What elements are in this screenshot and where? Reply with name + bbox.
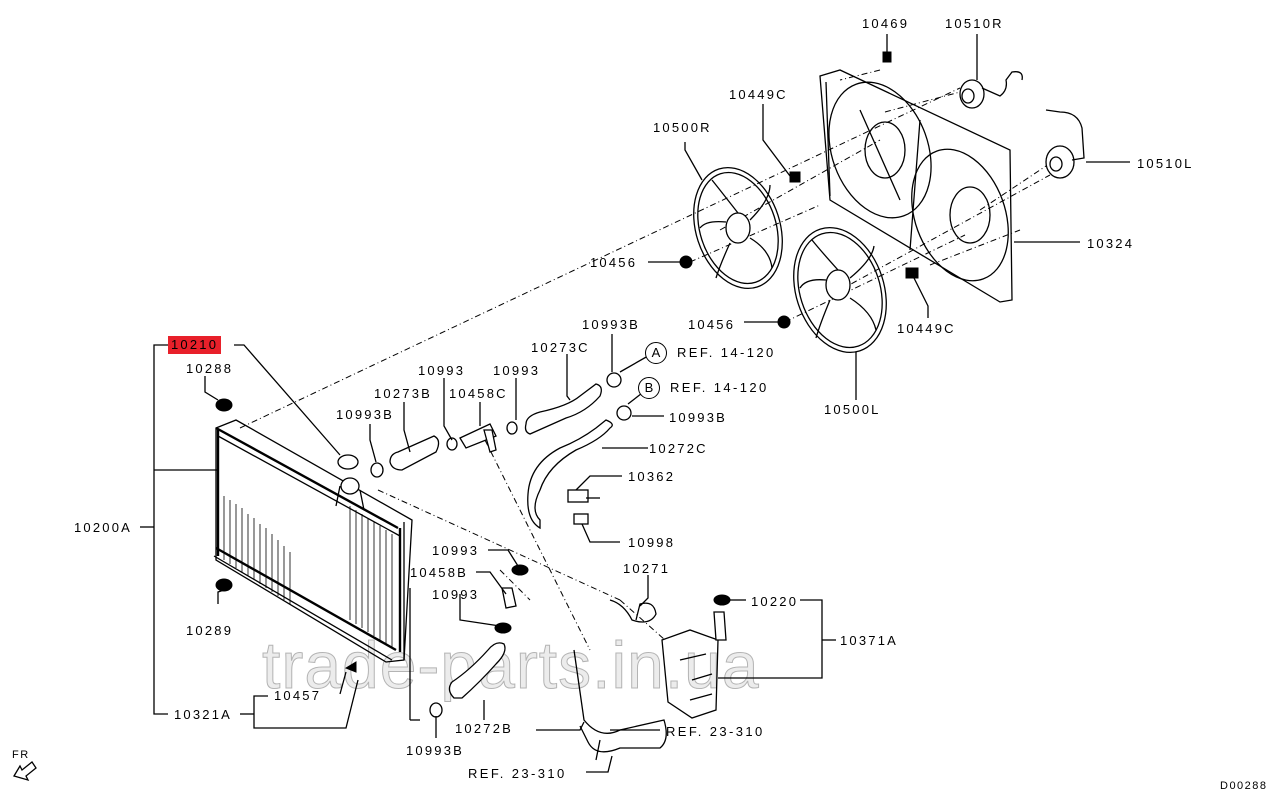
part-label-10288[interactable]: 10288 bbox=[186, 361, 234, 376]
part-label-10993B-left[interactable]: 10993B bbox=[336, 407, 395, 422]
part-label-10500R[interactable]: 10500R bbox=[653, 120, 712, 135]
part-label-10371A[interactable]: 10371A bbox=[840, 633, 899, 648]
orientation-label: FR bbox=[12, 749, 30, 761]
fan-shroud-illustration bbox=[819, 69, 1013, 303]
part-label-10273B[interactable]: 10273B bbox=[374, 386, 433, 401]
radiator-fins bbox=[223, 496, 393, 648]
leader-lines bbox=[140, 34, 1130, 773]
part-label-10510R[interactable]: 10510R bbox=[945, 16, 1004, 31]
part-label-10200A[interactable]: 10200A bbox=[74, 520, 133, 535]
part-label-10458C[interactable]: 10458C bbox=[449, 386, 508, 401]
part-label-10993B-top[interactable]: 10993B bbox=[582, 317, 641, 332]
reservoir-tank-illustration bbox=[661, 611, 727, 719]
fan-10500L-illustration bbox=[793, 226, 887, 354]
part-label-10324[interactable]: 10324 bbox=[1087, 236, 1135, 251]
radiator-cap bbox=[337, 454, 359, 470]
watermark-text: trade-parts.in.ua bbox=[262, 628, 760, 702]
diagram-code: D00288 bbox=[1220, 780, 1268, 792]
fan-10500R-illustration bbox=[693, 166, 783, 290]
radiator-illustration bbox=[213, 419, 413, 663]
reference-label-d[interactable]: REF. 23-310 bbox=[468, 766, 567, 781]
part-label-10998[interactable]: 10998 bbox=[628, 535, 676, 550]
part-label-10458B[interactable]: 10458B bbox=[410, 565, 469, 580]
part-label-10993-left[interactable]: 10993 bbox=[418, 363, 466, 378]
reference-circle-b: B bbox=[638, 377, 660, 399]
fasteners bbox=[215, 51, 919, 718]
part-label-10220[interactable]: 10220 bbox=[751, 594, 799, 609]
reference-label-c[interactable]: REF. 23-310 bbox=[666, 724, 765, 739]
motor-10510L-illustration bbox=[1045, 109, 1085, 179]
motor-10510R-illustration bbox=[959, 71, 1023, 109]
part-label-10271[interactable]: 10271 bbox=[623, 561, 671, 576]
part-label-10510L[interactable]: 10510L bbox=[1137, 156, 1194, 171]
part-label-10993B-right[interactable]: 10993B bbox=[669, 410, 728, 425]
part-label-10272B[interactable]: 10272B bbox=[455, 721, 514, 736]
part-label-10272C[interactable]: 10272C bbox=[649, 441, 708, 456]
part-label-10456-upper[interactable]: 10456 bbox=[590, 255, 638, 270]
part-label-10993-lower-b[interactable]: 10993 bbox=[432, 587, 480, 602]
part-label-10456-lower[interactable]: 10456 bbox=[688, 317, 736, 332]
part-label-10449C-bottom[interactable]: 10449C bbox=[897, 321, 956, 336]
part-label-10469[interactable]: 10469 bbox=[862, 16, 910, 31]
part-label-10273C[interactable]: 10273C bbox=[531, 340, 590, 355]
part-label-10289[interactable]: 10289 bbox=[186, 623, 234, 638]
reference-label-b[interactable]: REF. 14-120 bbox=[670, 380, 769, 395]
part-label-10449C-top[interactable]: 10449C bbox=[729, 87, 788, 102]
part-label-10210-highlighted[interactable]: 10210 bbox=[168, 336, 222, 354]
front-direction-arrow-icon bbox=[13, 761, 37, 782]
part-label-10993-lower-a[interactable]: 10993 bbox=[432, 543, 480, 558]
part-label-10321A[interactable]: 10321A bbox=[174, 707, 233, 722]
dashed-guide-lines bbox=[239, 69, 1056, 651]
part-label-10993B-bottom[interactable]: 10993B bbox=[406, 743, 465, 758]
reference-circle-a: A bbox=[645, 342, 667, 364]
part-label-10362[interactable]: 10362 bbox=[628, 469, 676, 484]
part-label-10993-right[interactable]: 10993 bbox=[493, 363, 541, 378]
part-label-10457[interactable]: 10457 bbox=[274, 688, 322, 703]
part-label-10500L[interactable]: 10500L bbox=[824, 402, 881, 417]
reference-label-a[interactable]: REF. 14-120 bbox=[677, 345, 776, 360]
